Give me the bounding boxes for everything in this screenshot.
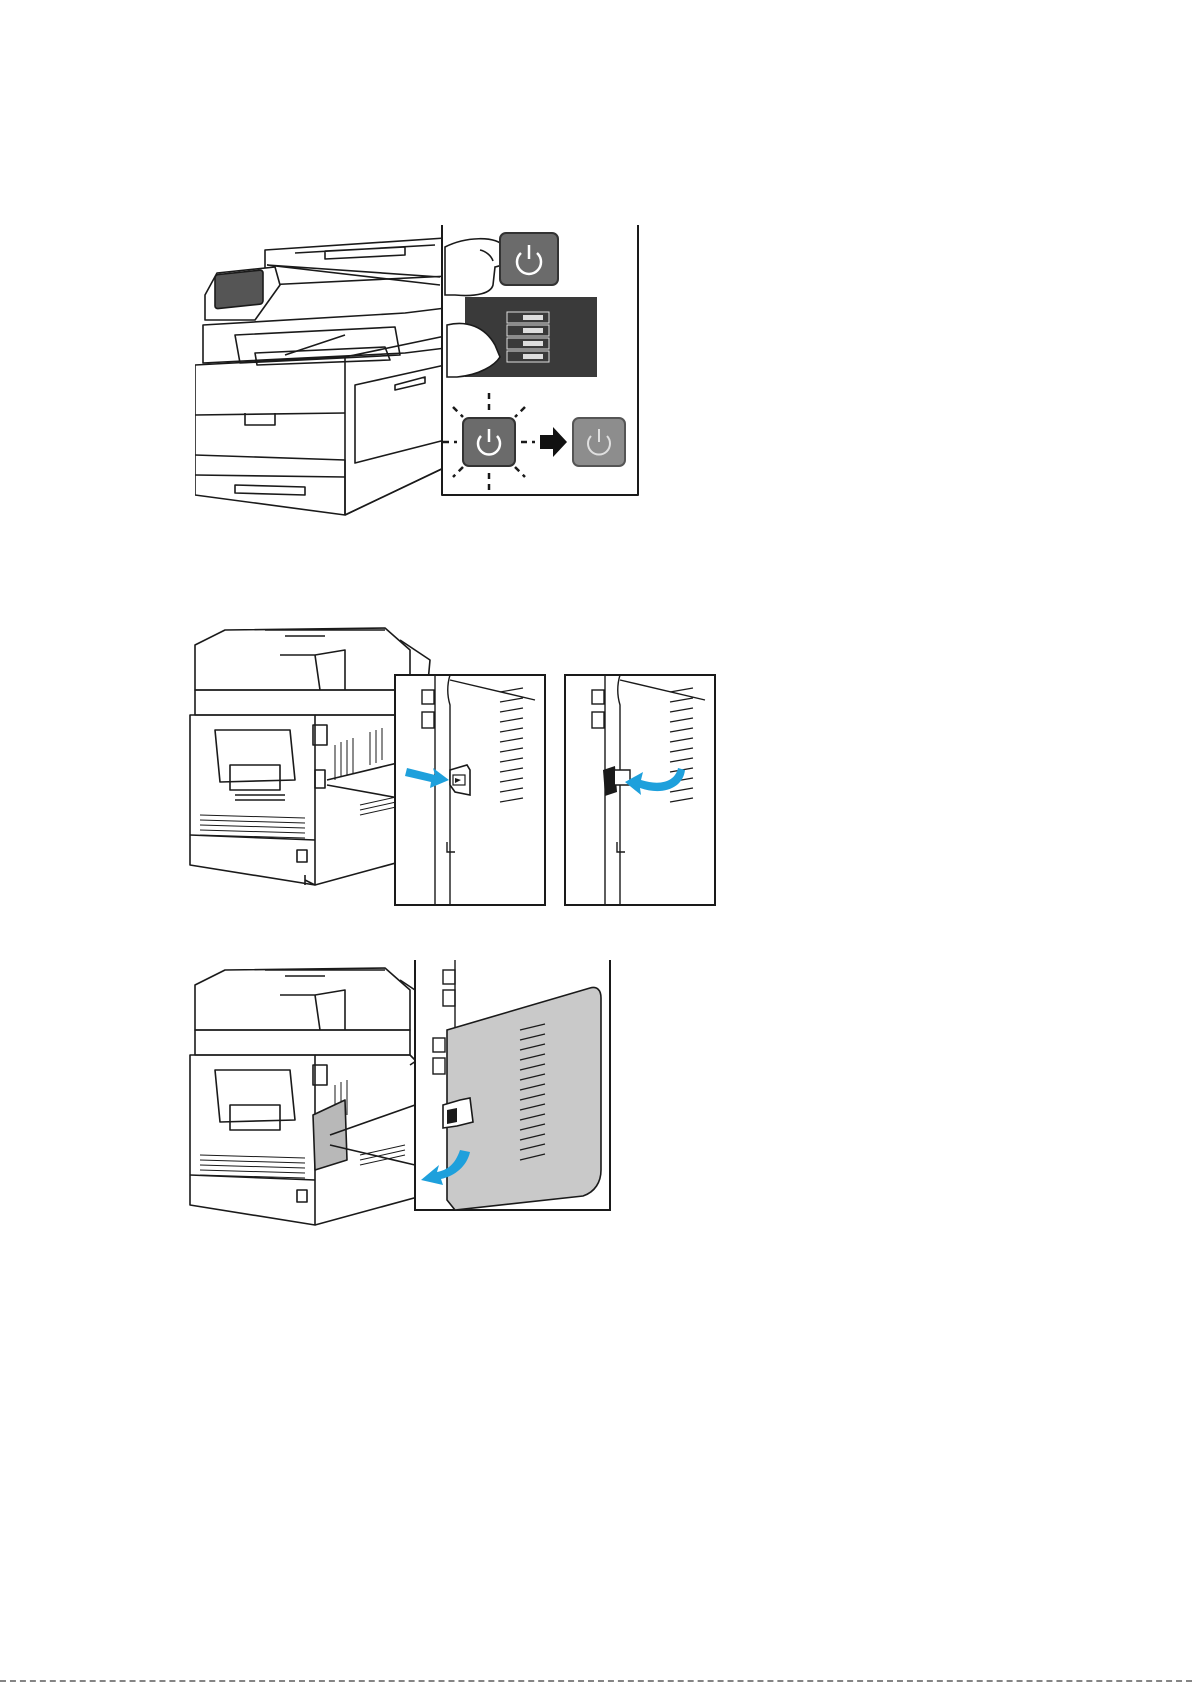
page-footer-rule bbox=[0, 1680, 1192, 1684]
figure-remove-cover-svg bbox=[185, 960, 665, 1280]
power-menu-screen bbox=[447, 297, 597, 377]
figure-open-cover-svg bbox=[185, 620, 785, 920]
printer-rear-illustration-2 bbox=[190, 968, 430, 1225]
figure-power-off bbox=[195, 225, 705, 545]
figure-power-off-svg bbox=[195, 225, 705, 545]
latch-icon bbox=[450, 765, 470, 795]
power-button-off-icon bbox=[573, 418, 625, 466]
connector-cover-latch-inset-2 bbox=[565, 675, 715, 905]
printer-front-illustration bbox=[195, 237, 470, 515]
figure-remove-cover bbox=[185, 960, 665, 1280]
connector-cover-inset bbox=[415, 960, 610, 1210]
connector-cover-latch-inset-1 bbox=[395, 675, 545, 905]
power-button-icon bbox=[500, 233, 558, 285]
figure-open-cover bbox=[185, 620, 785, 920]
